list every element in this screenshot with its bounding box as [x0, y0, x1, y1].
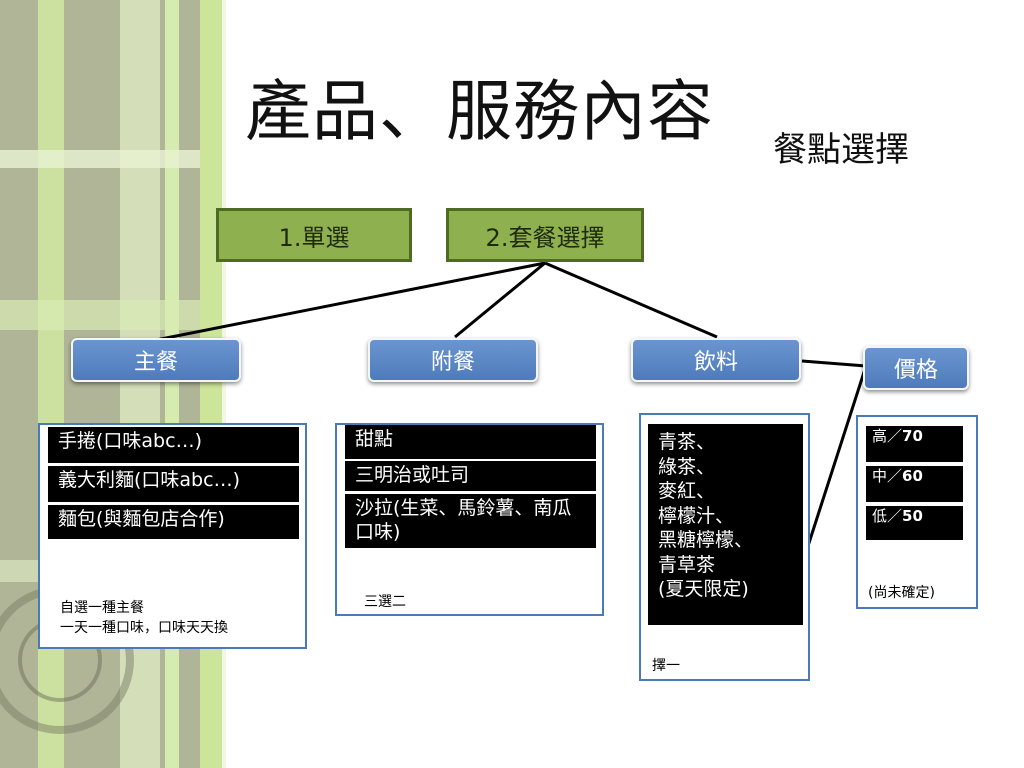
- drink-item: (夏天限定): [658, 578, 749, 600]
- drink-item: 檸檬汁、: [658, 504, 735, 527]
- category-drink: 飲料: [631, 338, 801, 382]
- price-tier-label: 低／: [872, 507, 903, 525]
- drink-panel: 青茶、 綠茶、 麥紅、 檸檬汁、 黑糖檸檬、 青草茶 (夏天限定) 擇一: [639, 413, 810, 681]
- price-tier: 中／60: [866, 466, 963, 502]
- price-tier-label: 高／: [872, 427, 903, 445]
- option-set-meal-label: 2.套餐選擇: [485, 223, 605, 252]
- category-drink-label: 飲料: [693, 350, 738, 375]
- category-main: 主餐: [71, 338, 241, 382]
- main-item: 手捲(口味abc…): [48, 427, 299, 463]
- main-note-line1: 自選一種主餐: [60, 600, 144, 616]
- side-note: 三選二: [364, 594, 406, 610]
- drink-list: 青茶、 綠茶、 麥紅、 檸檬汁、 黑糖檸檬、 青草茶 (夏天限定): [648, 424, 803, 625]
- main-item: 麵包(與麵包店合作): [48, 505, 299, 539]
- option-single-label: 1.單選: [278, 223, 350, 252]
- option-single: 1.單選: [216, 208, 412, 262]
- price-tier: 低／50: [866, 506, 963, 540]
- drink-item: 麥紅、: [658, 480, 716, 502]
- side-item: 沙拉(生菜、馬鈴薯、南瓜口味): [345, 494, 596, 548]
- drink-item: 青草茶: [658, 553, 716, 576]
- option-set-meal: 2.套餐選擇: [446, 208, 644, 262]
- main-item: 義大利麵(口味abc…): [48, 466, 299, 502]
- drink-item: 綠茶、: [658, 455, 716, 478]
- price-tier-label: 中／: [872, 467, 903, 485]
- side-item: 三明治或吐司: [345, 461, 596, 491]
- price-amount: 60: [902, 467, 923, 485]
- price-panel: 高／70 中／60 低／50 (尚未確定): [856, 415, 978, 609]
- page-title: 產品、服務內容: [245, 73, 714, 150]
- category-price: 價格: [863, 346, 969, 390]
- category-side: 附餐: [368, 338, 538, 382]
- drink-note: 擇一: [652, 658, 680, 674]
- category-side-label: 附餐: [430, 350, 475, 375]
- category-price-label: 價格: [893, 358, 938, 383]
- price-tier: 高／70: [866, 426, 963, 462]
- price-amount: 50: [902, 507, 923, 525]
- category-main-label: 主餐: [133, 350, 178, 375]
- page-subtitle: 餐點選擇: [773, 130, 909, 170]
- price-note: (尚未確定): [868, 585, 935, 601]
- drink-item: 青茶、: [658, 431, 716, 453]
- price-amount: 70: [902, 427, 923, 445]
- main-note-line2: 一天一種口味，口味天天換: [60, 620, 228, 636]
- side-panel: 甜點 三明治或吐司 沙拉(生菜、馬鈴薯、南瓜口味) 三選二: [335, 423, 604, 616]
- main-panel: 手捲(口味abc…) 義大利麵(口味abc…) 麵包(與麵包店合作) 自選一種主…: [38, 423, 307, 649]
- side-item: 甜點: [345, 425, 596, 459]
- drink-item: 黑糖檸檬、: [658, 529, 754, 551]
